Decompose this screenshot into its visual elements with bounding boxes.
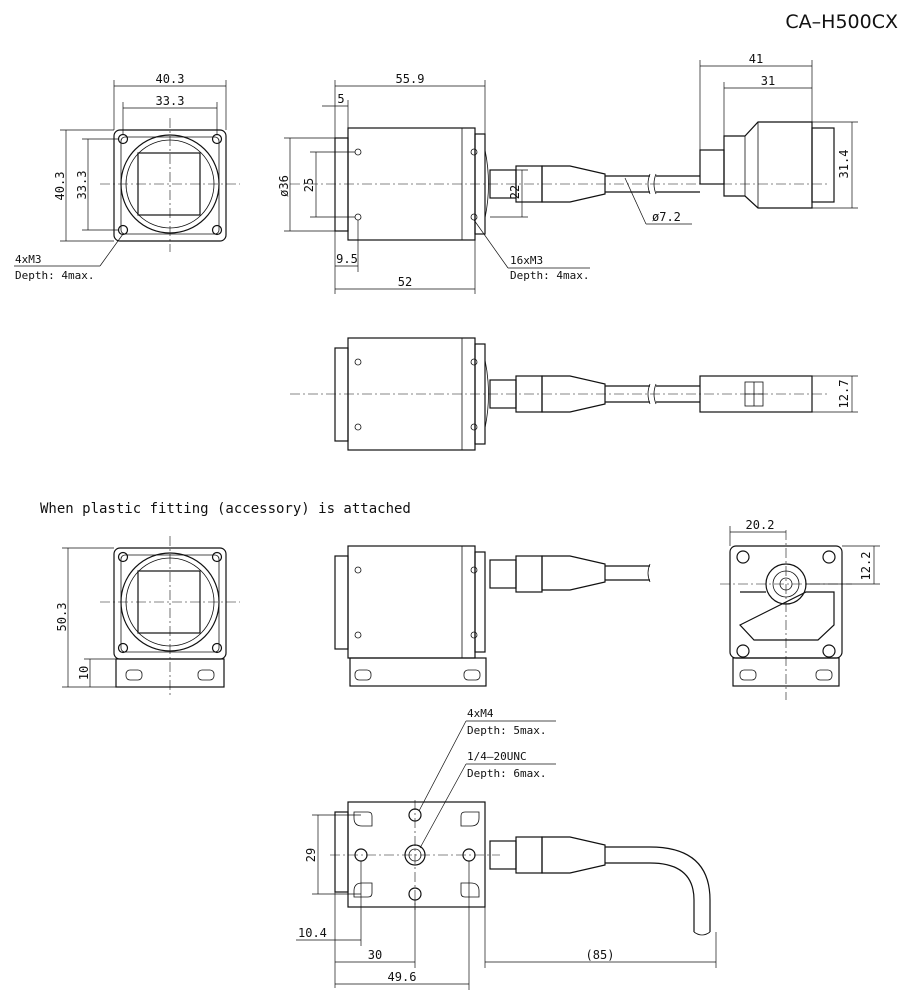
dim-hole-spacing: 25 (302, 178, 316, 192)
dim-rear-offset-x: 20.2 (746, 518, 775, 532)
accessory-note: When plastic fitting (accessory) is atta… (40, 501, 411, 517)
dim-fitting-height: 50.3 (55, 603, 69, 632)
dim-cable-diameter: ø7.2 (652, 210, 681, 224)
dim-connector-thickness: 12.7 (837, 380, 851, 409)
dim-connector-body: 31 (761, 74, 775, 88)
dim-connector-total: 41 (749, 52, 763, 66)
dim-rear-offset-y: 12.2 (859, 552, 873, 581)
thread-depth: Depth: 4max. (510, 269, 589, 282)
top-view: 12.7 (290, 337, 858, 451)
plastic-fitting (349, 657, 487, 687)
dim-height: 40.3 (53, 172, 67, 201)
screw-hole-icon (211, 224, 223, 236)
dim-diameter: ø36 (277, 175, 291, 197)
dim-front-offset: 5 (337, 92, 344, 106)
thread-callout: 4xM4 (467, 707, 494, 720)
thread-callout: 16xM3 (510, 254, 543, 267)
screw-hole-icon (211, 133, 223, 145)
dim-cable-length: (85) (586, 948, 615, 962)
thread-callout: 1/4–20UNC (467, 750, 527, 763)
fitting-front-view: 50.3 10 (55, 536, 240, 695)
front-ring (334, 347, 349, 442)
dim-total-length: 55.9 (396, 72, 425, 86)
connector-head (811, 127, 835, 203)
dim-hole-width: 33.3 (156, 94, 185, 108)
dim-bottom-depth: 29 (304, 848, 318, 862)
dim-cable-height: 22 (508, 185, 522, 199)
dim-hole-height: 33.3 (75, 171, 89, 200)
dim-width: 40.3 (156, 72, 185, 86)
connector-body (723, 121, 813, 209)
dim-hole-offset: 10.4 (298, 926, 327, 940)
dim-body-length: 52 (398, 275, 412, 289)
dim-connector-height: 31.4 (837, 150, 851, 179)
thread-callout: 4xM3 (15, 253, 42, 266)
side-view: 55.9 5 ø36 25 9.5 52 22 ø7.2 (277, 72, 830, 294)
strain-relief (541, 165, 606, 203)
dim-front-to-hole: 9.5 (336, 252, 358, 266)
thread-depth: Depth: 5max. (467, 724, 546, 737)
bottom-view: 4xM4 Depth: 5max. 1/4–20UNC Depth: 6max.… (296, 707, 717, 990)
fitting-side-view (334, 545, 651, 687)
bottom-body (347, 801, 486, 908)
screw-hole-icon (117, 133, 129, 145)
model-title: CA–H500CX (785, 11, 898, 33)
rear-view: 20.2 12.2 (720, 518, 880, 700)
connector-neck (699, 149, 725, 185)
dim-bottom-length: 49.6 (388, 970, 417, 984)
connector-view: 41 31 31.4 (699, 52, 858, 209)
dim-fitting-base: 10 (77, 666, 91, 680)
front-view: 40.3 33.3 40.3 33.3 4xM3 Depth: 4max. (14, 72, 240, 282)
dim-center-offset: 30 (368, 948, 382, 962)
thread-depth: Depth: 6max. (467, 767, 546, 780)
screw-hole-icon (117, 224, 129, 236)
thread-depth: Depth: 4max. (15, 269, 94, 282)
